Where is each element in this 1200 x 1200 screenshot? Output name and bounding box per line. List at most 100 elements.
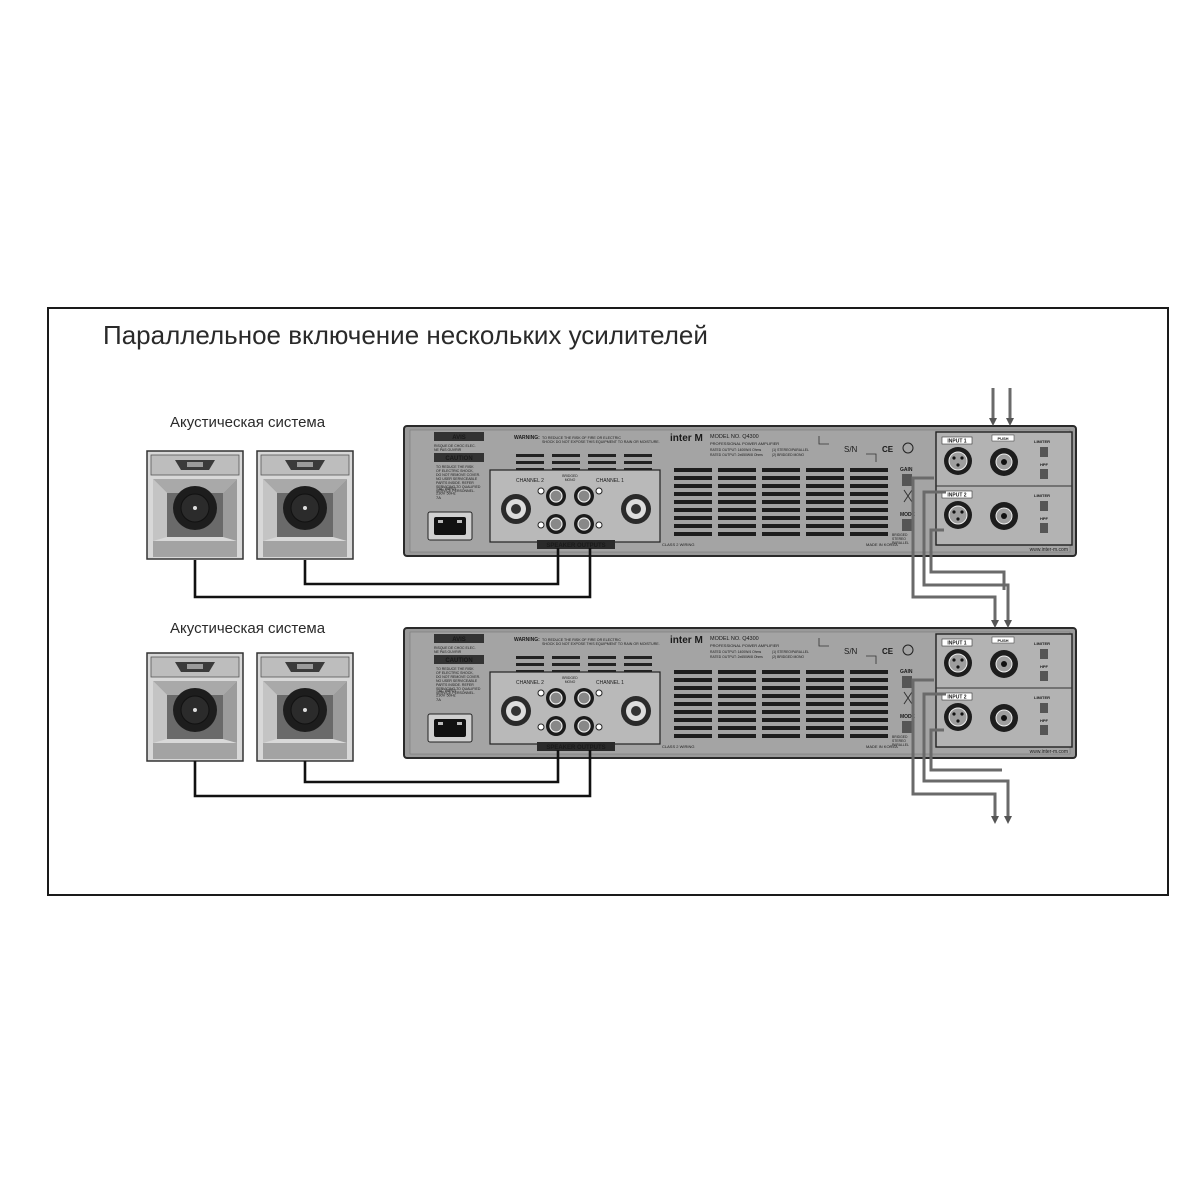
vent-slot — [762, 686, 800, 690]
speaker-base — [153, 743, 237, 759]
vent-slot — [806, 484, 844, 488]
input-label: INPUT 2 — [947, 493, 966, 499]
vent-slot — [762, 670, 800, 674]
rated-mode-1: (1) STEREO/PARALLEL — [772, 448, 809, 452]
hpf-switch — [1040, 725, 1048, 735]
vent-slot — [806, 678, 844, 682]
vent-slot — [850, 710, 888, 714]
polarity-mark — [537, 723, 545, 731]
combo-core — [1001, 459, 1007, 465]
iec-inlet — [434, 719, 466, 737]
vent-slot — [806, 718, 844, 722]
xlr-pin — [956, 463, 960, 467]
speaker-outputs-label: SPEAKER OUTPUTS — [546, 745, 605, 751]
vent-slot — [850, 524, 888, 528]
woofer-dustcap — [303, 506, 307, 510]
vent-slot — [674, 694, 712, 698]
vent-slot — [718, 694, 756, 698]
woofer-bevel-left — [263, 681, 277, 743]
combo-core — [1001, 715, 1007, 721]
xlr-pin — [956, 719, 960, 723]
horn-throat — [297, 462, 313, 467]
binding-post-cap — [549, 489, 563, 503]
push-badge — [991, 434, 1015, 442]
limiter-label: LIMITER — [1034, 695, 1050, 700]
vent-slot — [850, 500, 888, 504]
vent-slot — [718, 508, 756, 512]
iec-pin — [457, 520, 462, 523]
polarity-mark — [595, 521, 603, 529]
gain-switch — [902, 474, 912, 486]
vent-slot — [806, 524, 844, 528]
gain-switch — [902, 676, 912, 688]
mode-label: MODE — [900, 714, 916, 720]
horn-throat — [187, 462, 203, 467]
avis-text: AVIS — [452, 435, 466, 441]
limiter-switch — [1040, 501, 1048, 511]
vent-slot — [806, 516, 844, 520]
vent-slot — [762, 694, 800, 698]
rated-output-1: RATED OUTPUT: 1400W/4 Ohms — [710, 448, 761, 452]
vent-slot — [718, 734, 756, 738]
woofer-bevel-left — [153, 681, 167, 743]
vent-slot — [718, 718, 756, 722]
vent-slot — [674, 670, 712, 674]
xlr-face — [948, 451, 968, 471]
vent-slot — [516, 454, 544, 457]
vent-slot — [762, 524, 800, 528]
caution-text: CAUTION — [445, 658, 472, 664]
ce-mark: CE — [882, 647, 894, 656]
gain-label: GAIN — [900, 467, 913, 473]
vent-slot — [516, 656, 544, 659]
vent-slot — [806, 492, 844, 496]
diagram-frame — [47, 307, 1169, 896]
vent-slot — [718, 710, 756, 714]
caution-text: CAUTION — [445, 456, 472, 462]
vent-slot — [516, 461, 544, 464]
vent-slot — [552, 454, 580, 457]
speaker-wire — [193, 750, 592, 798]
vent-slot — [624, 656, 652, 659]
ce-mark: CE — [882, 445, 894, 454]
speakon-core — [631, 504, 641, 514]
woofer-bevel-right — [223, 681, 237, 743]
xlr-pin — [956, 665, 960, 669]
signal-output-line — [929, 728, 1002, 772]
vent-slot — [850, 670, 888, 674]
hpf-switch — [1040, 671, 1048, 681]
vent-slot — [762, 702, 800, 706]
vent-slot — [806, 686, 844, 690]
xlr-pin — [960, 712, 964, 716]
xlr-pin — [952, 658, 956, 662]
speaker-system-label-top: Акустическая система — [170, 414, 326, 431]
vent-slot — [806, 702, 844, 706]
limiter-switch — [1040, 447, 1048, 457]
polarity-mark — [537, 521, 545, 529]
binding-post-cap — [549, 719, 563, 733]
vent-slot — [552, 663, 580, 666]
vent-slot — [762, 476, 800, 480]
vent-slot — [762, 710, 800, 714]
vent-slot — [718, 726, 756, 730]
vent-slot — [674, 678, 712, 682]
vent-slot — [718, 492, 756, 496]
channel-1-label: CHANNEL 1 — [596, 680, 624, 686]
vent-slot — [552, 461, 580, 464]
vent-slot — [850, 726, 888, 730]
speakon-core — [511, 706, 521, 716]
vent-slot — [674, 702, 712, 706]
vent-slot — [762, 678, 800, 682]
xlr-face — [948, 505, 968, 525]
sn-bracket — [818, 436, 829, 445]
sn-bracket — [866, 453, 877, 462]
model-subtitle: PROFESSIONAL POWER AMPLIFIER — [710, 441, 779, 446]
vent-slot — [718, 468, 756, 472]
certification-icon — [902, 644, 914, 656]
vent-slot — [806, 468, 844, 472]
